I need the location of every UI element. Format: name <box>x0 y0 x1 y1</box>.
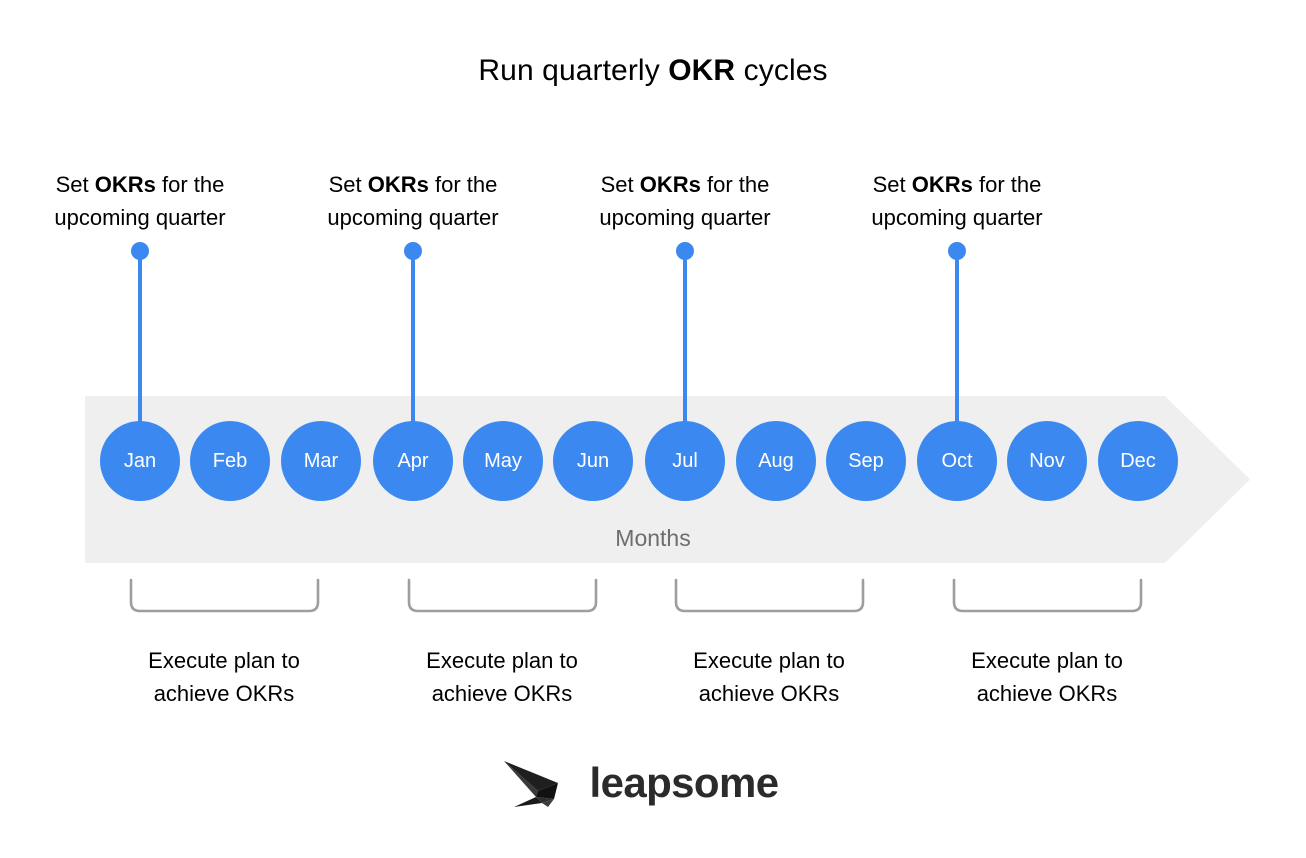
set-okrs-line1-q4: Set OKRs for the <box>827 168 1087 201</box>
execute-caption-q1-line1: Execute plan to <box>148 648 300 673</box>
set-okrs-label-q3: Set OKRs for the upcoming quarter <box>555 168 815 234</box>
month-circle-jan[interactable]: Jan <box>100 421 180 501</box>
quarter-bracket-q4 <box>952 578 1143 613</box>
set-okrs-line1-q2: Set OKRs for the <box>283 168 543 201</box>
set-okrs-line1-after-q4: for the <box>972 172 1042 197</box>
month-circle-aug[interactable]: Aug <box>736 421 816 501</box>
pin-marker-jul <box>676 242 694 423</box>
leapsome-logo: leapsome <box>0 752 1306 814</box>
set-okrs-line1-strong-q4: OKRs <box>911 172 973 197</box>
month-circle-nov[interactable]: Nov <box>1007 421 1087 501</box>
execute-caption-q2: Execute plan to achieve OKRs <box>372 644 632 710</box>
pin-marker-oct <box>948 242 966 423</box>
month-circle-jul[interactable]: Jul <box>645 421 725 501</box>
set-okrs-line2-q4: upcoming quarter <box>871 205 1043 230</box>
set-okrs-label-q1: Set OKRs for the upcoming quarter <box>10 168 270 234</box>
set-okrs-line1-strong-q2: OKRs <box>367 172 429 197</box>
execute-caption-q1-line2: achieve OKRs <box>153 681 295 706</box>
origami-bird-icon <box>504 761 558 807</box>
set-okrs-line2-q2: upcoming quarter <box>327 205 499 230</box>
execute-caption-q4-line1: Execute plan to <box>971 648 1123 673</box>
set-okrs-line1-after-q2: for the <box>428 172 498 197</box>
page-title-strong: OKR <box>668 54 736 87</box>
page-title-before: Run quarterly <box>478 54 669 87</box>
set-okrs-line1-after-q1: for the <box>155 172 225 197</box>
execute-caption-q2-line2: achieve OKRs <box>431 681 573 706</box>
set-okrs-line1-before-q1: Set <box>55 172 95 197</box>
execute-caption-q1: Execute plan to achieve OKRs <box>94 644 354 710</box>
execute-caption-q4: Execute plan to achieve OKRs <box>917 644 1177 710</box>
month-circle-apr[interactable]: Apr <box>373 421 453 501</box>
set-okrs-line1-before-q4: Set <box>872 172 912 197</box>
month-circle-feb[interactable]: Feb <box>190 421 270 501</box>
set-okrs-line1-q3: Set OKRs for the <box>555 168 815 201</box>
set-okrs-label-q4: Set OKRs for the upcoming quarter <box>827 168 1087 234</box>
set-okrs-line1-strong-q1: OKRs <box>94 172 156 197</box>
set-okrs-line2-q3: upcoming quarter <box>599 205 771 230</box>
set-okrs-line1-before-q2: Set <box>328 172 368 197</box>
month-circle-jun[interactable]: Jun <box>553 421 633 501</box>
execute-caption-q3: Execute plan to achieve OKRs <box>639 644 899 710</box>
leapsome-wordmark: leapsome <box>589 759 780 806</box>
set-okrs-line1-q1: Set OKRs for the <box>10 168 270 201</box>
month-circle-oct[interactable]: Oct <box>917 421 997 501</box>
month-circle-mar[interactable]: Mar <box>281 421 361 501</box>
month-circle-dec[interactable]: Dec <box>1098 421 1178 501</box>
pin-marker-jan <box>131 242 149 423</box>
set-okrs-line2-q1: upcoming quarter <box>54 205 226 230</box>
set-okrs-line1-strong-q3: OKRs <box>639 172 701 197</box>
page-title: Run quarterly OKR cycles <box>0 52 1306 90</box>
timeline-axis-label: Months <box>615 525 691 551</box>
set-okrs-line1-before-q3: Set <box>600 172 640 197</box>
month-circle-may[interactable]: May <box>463 421 543 501</box>
execute-caption-q3-line2: achieve OKRs <box>698 681 840 706</box>
execute-caption-q3-line1: Execute plan to <box>693 648 845 673</box>
pin-marker-apr <box>404 242 422 423</box>
set-okrs-line1-after-q3: for the <box>700 172 770 197</box>
set-okrs-label-q2: Set OKRs for the upcoming quarter <box>283 168 543 234</box>
quarter-bracket-q3 <box>674 578 865 613</box>
execute-caption-q4-line2: achieve OKRs <box>976 681 1118 706</box>
execute-caption-q2-line1: Execute plan to <box>426 648 578 673</box>
month-circle-sep[interactable]: Sep <box>826 421 906 501</box>
quarter-bracket-q1 <box>129 578 320 613</box>
quarter-bracket-q2 <box>407 578 598 613</box>
page-title-after: cycles <box>735 54 828 87</box>
